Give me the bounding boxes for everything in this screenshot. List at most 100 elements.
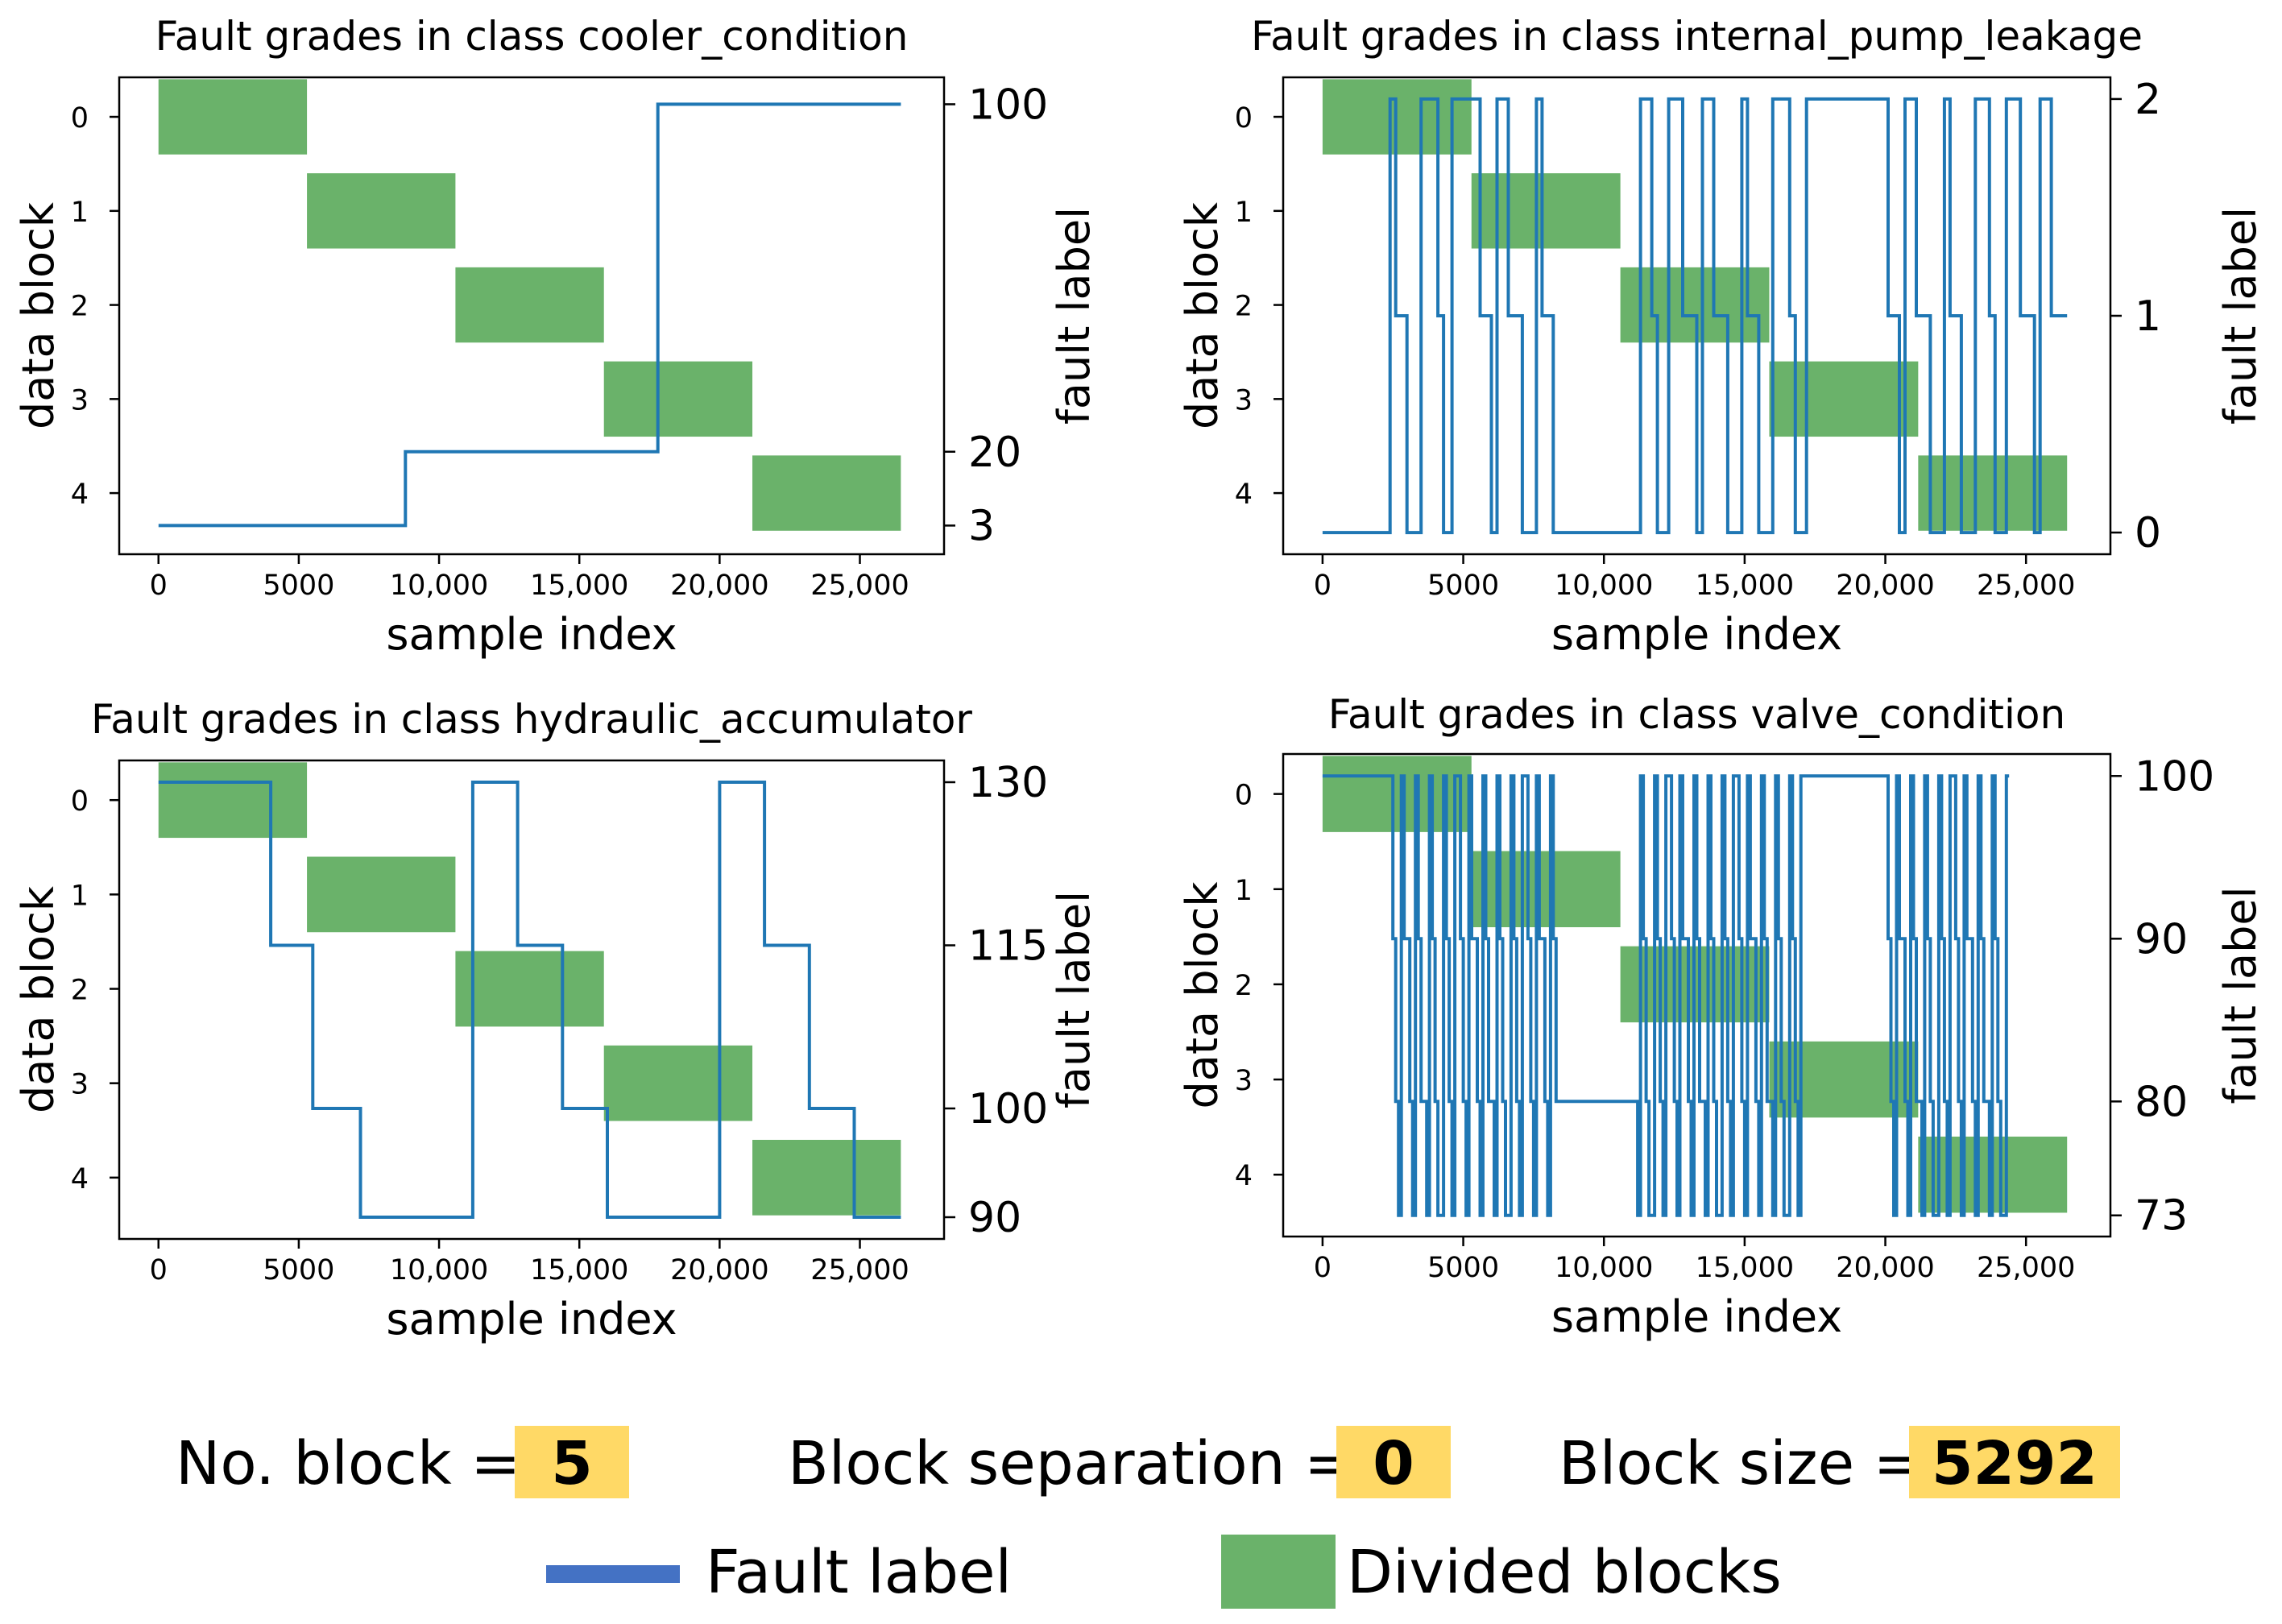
left-tick-label: 2 [71,291,89,323]
right-tick-label: 90 [968,1194,1021,1242]
block-3 [1769,361,1919,437]
right-tick-label: 20 [968,429,1021,477]
chart-title: Fault grades in class cooler_condition [155,13,909,60]
fault-label-line [1322,97,2068,535]
block-4 [752,1139,901,1216]
no-block-label: No. block = [176,1429,520,1498]
right-tick-label: 130 [968,759,1048,807]
x-tick-label: 20,000 [1836,1252,1934,1284]
block-3 [603,1045,753,1121]
right-tick-label: 100 [968,81,1048,129]
x-tick-label: 25,000 [1977,1252,2075,1284]
plot-frame [118,759,946,1241]
block-separation-highlight [1336,1426,1451,1498]
x-tick-label: 15,000 [1696,1252,1794,1284]
right-tick-label: 73 [2135,1192,2188,1241]
block-1 [307,173,456,249]
x-axis-label: sample index [1551,609,1842,660]
block-size-highlight [1909,1426,2120,1498]
left-tick-label: 1 [1235,197,1253,229]
left-tick-label: 4 [71,1163,89,1195]
legend-blocks-label: Divided blocks [1347,1538,1782,1607]
right-axis-label: fault label [1049,207,1100,425]
left-axis-label: data block [13,885,64,1113]
left-tick-label: 3 [71,1069,89,1101]
no-block-highlight [515,1426,629,1498]
left-tick-label: 2 [71,975,89,1007]
x-tick-label: 20,000 [670,1254,768,1286]
right-tick-label: 0 [2135,509,2161,557]
block-2 [1620,267,1770,343]
right-tick-label: 1 [2135,292,2161,341]
left-tick-label: 1 [1235,875,1253,907]
right-axis-label: fault label [2215,207,2266,425]
block-0 [158,762,308,839]
x-tick-label: 0 [1314,1252,1332,1284]
left-axis-label: data block [1177,881,1228,1109]
x-tick-label: 25,000 [810,570,909,602]
x-tick-label: 15,000 [1696,570,1794,602]
left-tick-label: 0 [1235,102,1253,135]
right-tick-label: 100 [2135,752,2214,801]
block-0 [158,79,308,155]
left-tick-label: 1 [71,197,89,229]
right-tick-label: 90 [2135,915,2188,963]
right-axis-label: fault label [2215,886,2266,1104]
left-tick-label: 3 [1235,384,1253,416]
legend-fault-label: Fault label [706,1538,1012,1607]
right-tick-label: 115 [968,922,1048,971]
left-tick-label: 0 [1235,780,1253,812]
right-axis-label: fault label [1049,891,1100,1108]
block-2 [455,267,604,343]
right-tick-label: 80 [2135,1078,2188,1126]
x-axis-label: sample index [386,1294,677,1344]
x-tick-label: 10,000 [1555,570,1653,602]
x-tick-label: 20,000 [1836,570,1934,602]
block-4 [752,455,901,531]
x-tick-label: 5000 [1427,1252,1499,1284]
x-tick-label: 20,000 [670,570,768,602]
legend: Fault label Divided blocks [546,1535,1782,1609]
x-tick-label: 0 [150,1254,168,1286]
block-3 [603,361,753,437]
chart-title: Fault grades in class internal_pump_leak… [1251,13,2143,60]
x-tick-label: 0 [150,570,168,602]
x-tick-label: 10,000 [390,570,488,602]
plot-frame [118,76,946,556]
x-axis-label: sample index [1551,1291,1842,1342]
x-tick-label: 25,000 [810,1254,909,1286]
left-tick-label: 3 [1235,1065,1253,1097]
x-tick-label: 10,000 [390,1254,488,1286]
block-separation-label: Block separation = [788,1429,1354,1498]
block-4 [1918,455,2068,531]
x-axis-label: sample index [386,609,677,660]
left-tick-label: 3 [71,384,89,416]
x-tick-label: 10,000 [1555,1252,1653,1284]
fault-label-line [158,102,901,528]
block-separation-value: 0 [1373,1429,1414,1498]
fault-label-line [1322,774,2010,1217]
left-tick-label: 2 [1235,291,1253,323]
chart-title: Fault grades in class valve_condition [1328,691,2065,738]
legend-fault-line-swatch [546,1565,680,1583]
fault-label-line [158,781,901,1219]
block-size-label: Block size = [1559,1429,1924,1498]
right-tick-label: 100 [968,1085,1048,1133]
plot-frame [1282,752,2112,1238]
block-size-value: 5292 [1932,1429,2098,1498]
block-info-row: No. block = 5 Block separation = 0 Block… [176,1426,2120,1498]
x-tick-label: 0 [1314,570,1332,602]
left-tick-label: 4 [1235,1160,1253,1192]
no-block-value: 5 [551,1429,593,1498]
legend-blocks-swatch [1221,1535,1336,1609]
left-tick-label: 4 [1235,478,1253,511]
right-tick-label: 3 [968,502,995,550]
x-tick-label: 5000 [263,570,334,602]
block-1 [1471,173,1621,249]
block-1 [307,856,456,933]
right-tick-label: 2 [2135,76,2161,124]
x-tick-label: 15,000 [530,570,628,602]
